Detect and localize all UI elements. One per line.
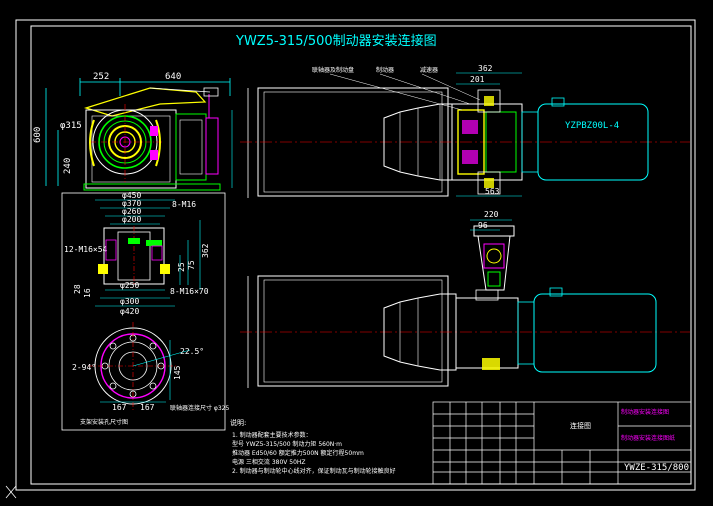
dim-section-d3: φ260 [122, 207, 141, 216]
dim-flange-holes: 2-94° [72, 363, 96, 372]
label-flange-left: 支架安装孔尺寸图 [80, 418, 128, 426]
dim-flange-w1: 167 [112, 403, 127, 412]
dim-flange-angle: 22.5° [180, 347, 204, 356]
dim-flange-h: 145 [173, 365, 182, 380]
dim-top-d1: 362 [478, 64, 493, 73]
title-block-center-label: 连接图 [570, 421, 591, 430]
title-block-right-top: 制动器安装连接图 [621, 408, 669, 416]
notes-line-4: 电源 三相交流 380V 50HZ [232, 458, 306, 466]
drawing-title: YWZ5-315/500制动器安装连接图 [235, 33, 437, 49]
bottom-assembly: 220 96 [240, 210, 690, 388]
callout-1: 联轴器及制动盘 [312, 66, 354, 74]
dim-section-v3: 25 [177, 262, 186, 272]
front-view: 252 640 600 240 φ315 [33, 72, 233, 191]
drawing-number: YWZE-315/800 [624, 463, 689, 473]
dim-flange-w2: 167 [140, 403, 155, 412]
dim-top-d2: 201 [470, 75, 485, 84]
label-motor: YZPBZ00L-4 [565, 121, 619, 131]
dim-section-thread-bottom: 8-M16×70 [170, 287, 209, 296]
dim-bottom-d1: 220 [484, 210, 499, 219]
dim-section-d4: φ200 [122, 215, 141, 224]
dim-section-holes: 12-M16×54 [64, 245, 108, 254]
dim-section-v4: 28 [73, 284, 82, 294]
dim-section-d6: φ300 [120, 297, 139, 306]
dim-section-v1: 362 [201, 243, 210, 258]
title-block [432, 401, 692, 485]
notes-line-3: 推动器 Ed50/60 额定推力500N 额定行程50mm [232, 449, 364, 457]
dim-front-offset: 240 [63, 158, 73, 174]
callout-2: 制动器 [376, 66, 394, 74]
notes-line-5: 2. 制动器与制动轮中心线对齐，保证制动瓦与制动轮接触良好 [232, 467, 396, 475]
dim-section-d2: φ370 [122, 199, 141, 208]
notes-line-1: 1. 制动器配套主要技术参数： [232, 431, 312, 439]
section-view: φ450 φ370 φ260 φ200 φ250 φ300 φ420 8-M16… [61, 191, 230, 431]
notes-block: 说明: 1. 制动器配套主要技术参数： 型号 YWZ5-315/500 制动力矩… [230, 418, 396, 475]
notes-line-2: 型号 YWZ5-315/500 制动力矩 560N·m [232, 440, 342, 448]
top-assembly: YZPBZ00L-4 362 201 563 联轴器及制动盘 制动器 减速器 [240, 64, 690, 198]
dim-front-width-left: 252 [93, 72, 109, 82]
title-block-right-mid: 制动器安装连接图纸 [621, 434, 675, 442]
dim-top-d3: 563 [485, 187, 500, 196]
outer-frame [15, 19, 696, 491]
dim-section-d7: φ420 [120, 307, 139, 316]
dim-section-v5: 16 [83, 288, 92, 298]
dim-front-diameter: φ315 [60, 121, 82, 131]
inner-frame [30, 25, 692, 485]
dim-section-d1: φ450 [122, 191, 141, 200]
dim-section-d5: φ250 [120, 281, 139, 290]
dim-bottom-d2: 96 [478, 221, 488, 230]
label-flange-right: 联轴器连接尺寸 φ325 [170, 404, 230, 412]
notes-heading: 说明: [230, 418, 246, 427]
callout-3: 减速器 [420, 66, 438, 74]
ucs-x-icon [5, 485, 17, 499]
dim-front-height: 600 [33, 127, 43, 143]
dim-section-thread-top: 8-M16 [172, 200, 196, 209]
dim-front-width-right: 640 [165, 72, 181, 82]
dim-section-v2: 75 [187, 260, 196, 270]
